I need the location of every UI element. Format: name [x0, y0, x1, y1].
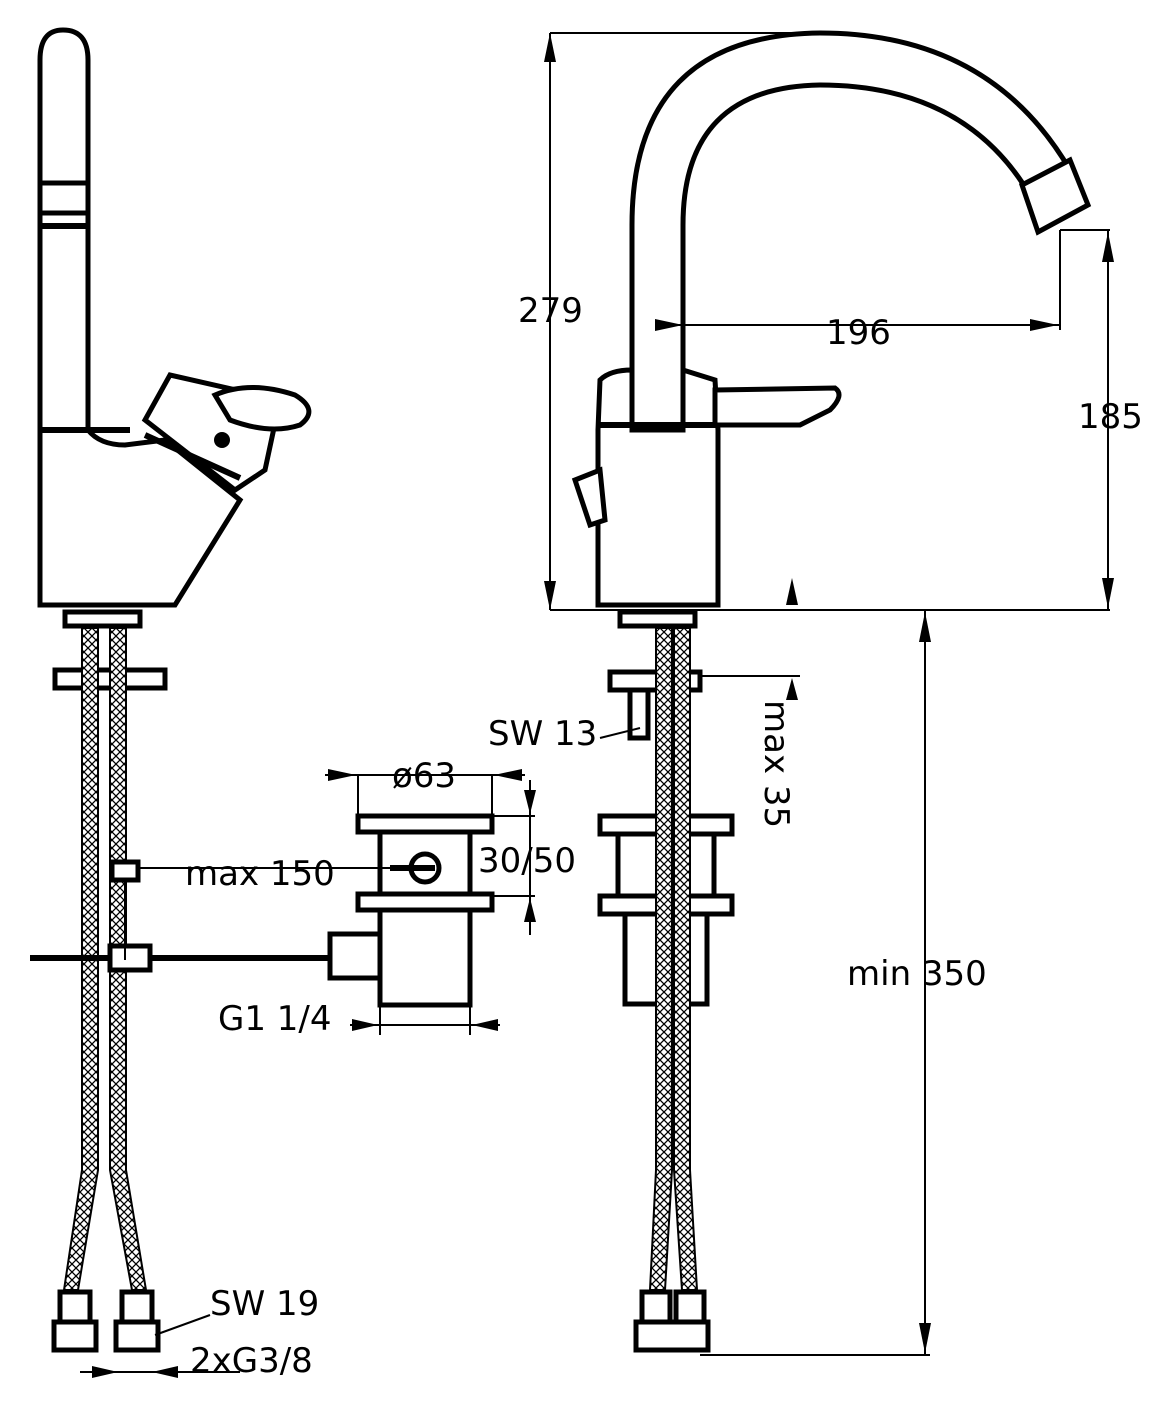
front-gooseneck-spout	[629, 30, 1074, 433]
dim-total-height: 279	[518, 291, 583, 331]
lever-screw-icon	[214, 432, 230, 448]
side-spout-body	[37, 27, 244, 608]
dim-min350: min 350	[847, 954, 987, 994]
front-aerator	[1018, 156, 1092, 236]
side-hose-nut-right	[119, 1289, 155, 1325]
side-hose-nut-left	[57, 1289, 93, 1325]
dim-g38: 2xG3/8	[190, 1341, 313, 1381]
dimension-lines	[80, 32, 1114, 1378]
dim-sw19: SW 19	[210, 1284, 319, 1324]
waste-rod-connector	[327, 931, 383, 981]
dim-spout-height: 185	[1078, 397, 1143, 437]
pop-up-waste	[327, 813, 495, 1008]
dim-diameter: ø63	[392, 756, 456, 796]
dim-spout-reach: 196	[826, 313, 891, 353]
waste-body	[377, 907, 473, 1008]
front-lever	[712, 385, 842, 428]
side-aerator-band	[37, 180, 91, 216]
dim-g114: G1 1/4	[218, 999, 332, 1039]
dim-sw13: SW 13	[488, 714, 597, 754]
dim-max35: max 35	[756, 700, 796, 828]
dim-range-30-50: 30/50	[478, 841, 576, 881]
faucet-side-view	[30, 27, 340, 1353]
dim-max150: max 150	[185, 854, 335, 894]
faucet-front-view	[571, 30, 1092, 1353]
